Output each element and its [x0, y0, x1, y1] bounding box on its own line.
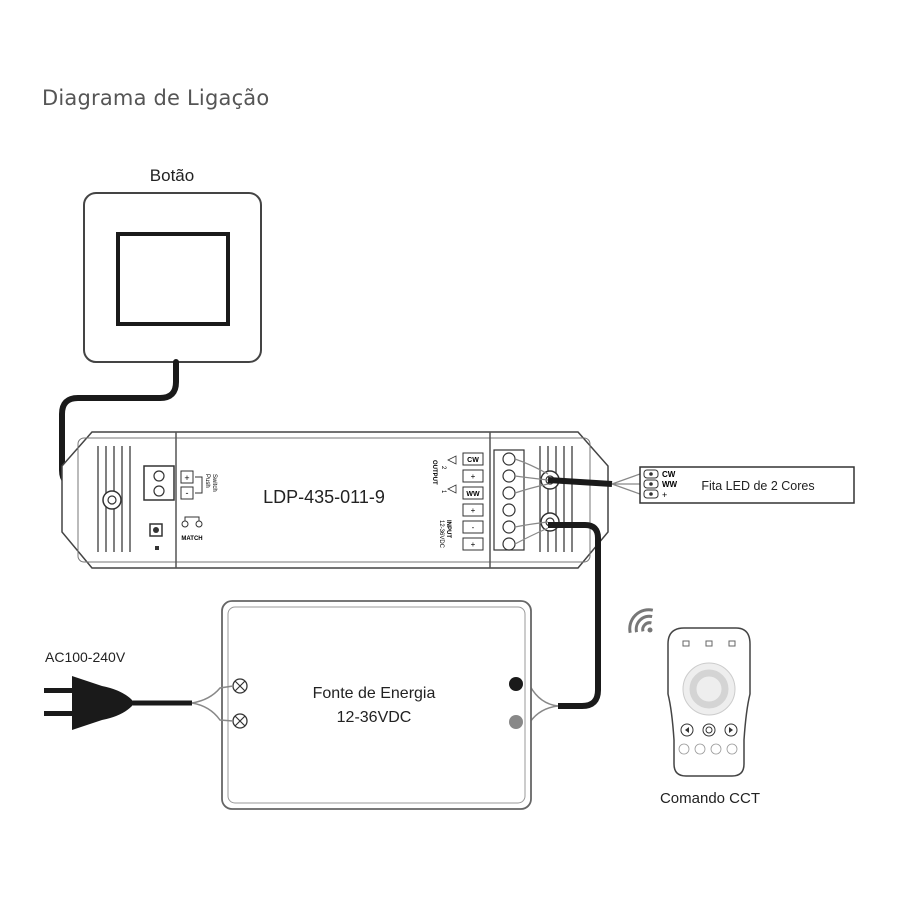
psu-label-line1: Fonte de Energia: [313, 685, 436, 702]
controller-housing: [61, 431, 609, 569]
output-input-terminals: OUTPUT 2 1 INPUT 12-36VDC CW + WW + - +: [431, 449, 525, 551]
match-button: MATCH: [149, 516, 203, 550]
channel-1-label: 1: [440, 490, 446, 494]
led-pin-plus: +: [662, 490, 667, 500]
match-label: MATCH: [181, 536, 202, 542]
switch-terminal-block: + - Switch Push: [143, 465, 217, 501]
push-label: Push: [204, 474, 210, 488]
controller-model: LDP-435-011-9: [263, 487, 385, 507]
term-plus2-label: +: [471, 506, 476, 515]
wireless-signal-icon: [628, 608, 654, 634]
ac-plug-icon: [44, 676, 234, 730]
led-pin-ww: WW: [662, 480, 678, 489]
remote-label: Comando CCT: [660, 790, 760, 807]
input-label: INPUT: [445, 520, 451, 538]
term-minus-label: -: [472, 523, 475, 532]
term-plus1-label: +: [471, 472, 476, 481]
switch-label: Switch: [211, 474, 217, 492]
led-strip-label: Fita LED de 2 Cores: [701, 479, 814, 493]
remote-control: [628, 608, 751, 777]
power-supply: Fonte de Energia 12-36VDC: [221, 600, 532, 810]
push-button-panel: [83, 192, 262, 363]
diagram-title: Diagrama de Ligação: [42, 86, 270, 110]
led-output-wires: [514, 458, 641, 495]
term-plus3-label: +: [471, 540, 476, 549]
term-cw-label: CW: [467, 457, 479, 464]
led-pin-cw: CW: [662, 470, 676, 479]
channel-2-label: 2: [440, 466, 446, 470]
led-strip: CW WW + Fita LED de 2 Cores: [639, 466, 855, 504]
button-label: Botão: [150, 166, 194, 185]
ac-input-label: AC100-240V: [45, 649, 126, 665]
switch-plus-label: +: [184, 473, 189, 483]
term-ww-label: WW: [466, 491, 480, 498]
input-voltage-label: 12-36VDC: [438, 520, 444, 549]
psu-label-line2: 12-36VDC: [337, 709, 412, 726]
switch-minus-label: -: [186, 488, 189, 498]
output-label: OUTPUT: [431, 460, 437, 485]
